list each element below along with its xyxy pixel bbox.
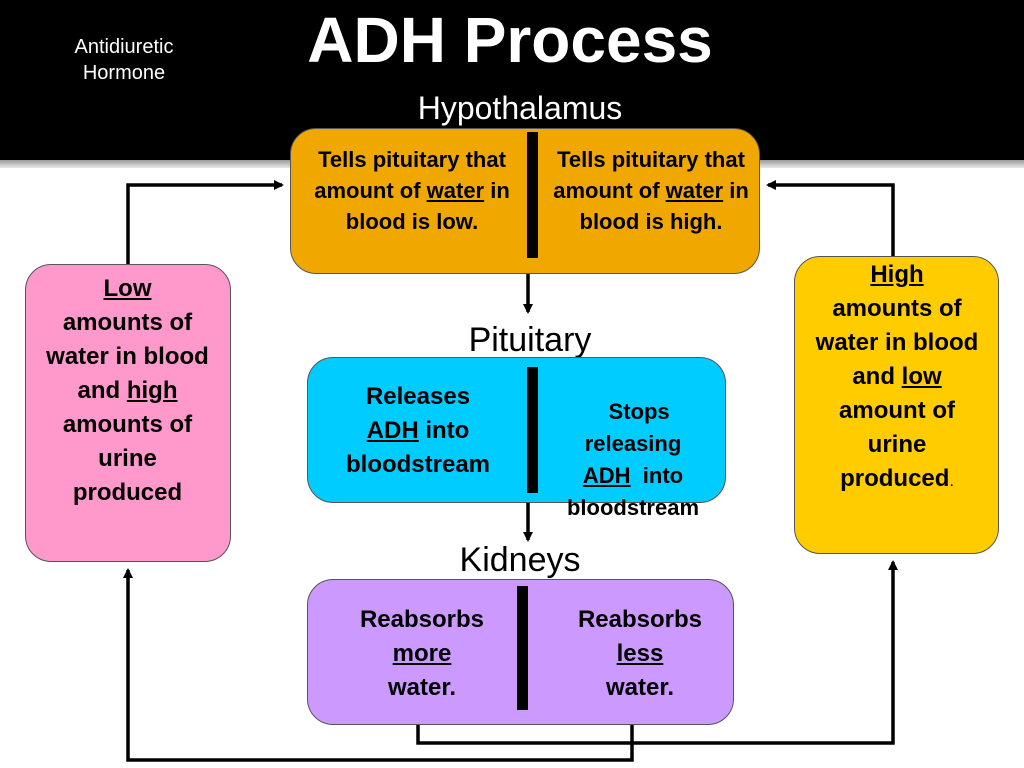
kidneys-left-line3: water. (387, 674, 457, 701)
kidneys-right-line1: Reabsorbs (577, 606, 703, 633)
hypothalamus-right-post: in blood is high. (579, 178, 749, 234)
arrow-left-state-to-hypothalamus (126, 180, 284, 264)
arrow-kidneys-to-right-state (416, 560, 898, 745)
hypothalamus-left-text: Tells pituitary that amount of water in … (300, 144, 524, 237)
arrow-kidneys-to-left-state (123, 568, 634, 762)
pituitary-left-text: Releases ADH into bloodstream (312, 380, 524, 482)
hypothalamus-left-pre: Tells pituitary that amount of (314, 147, 506, 203)
pituitary-right-line2: releasing (584, 431, 682, 456)
pituitary-right-line4: bloodstream (566, 495, 700, 520)
arrow-right-state-to-hypothalamus (766, 180, 895, 256)
pituitary-right-emph: ADH (582, 463, 631, 488)
right-state-tail: . (949, 473, 954, 490)
kidneys-left-line1: Reabsorbs (359, 606, 485, 633)
pituitary-left-mid: into (418, 417, 470, 444)
hypothalamus-label: Hypothalamus (417, 90, 623, 126)
right-state-text: High amounts of water in blood and low a… (812, 258, 982, 499)
hypothalamus-right-text: Tells pituitary that amount of water in … (542, 144, 760, 237)
hypothalamus-right-pre: Tells pituitary that amount of (553, 147, 745, 203)
pituitary-right-line1: Stops (608, 399, 670, 424)
kidneys-right-text: Reabsorbs less water. (540, 603, 740, 705)
hypothalamus-left-post: in blood is low. (345, 178, 510, 234)
left-state-text: Low amounts of water in blood and high a… (45, 272, 210, 510)
pituitary-left-emph: ADH (366, 417, 419, 444)
pituitary-label: Pituitary (468, 321, 592, 359)
kidneys-label: Kidneys (459, 541, 581, 579)
left-state-emph2: high (126, 377, 178, 404)
hypothalamus-right-emph: water (665, 178, 724, 203)
kidneys-right-line3: water. (605, 674, 675, 701)
left-state-emph1: Low (103, 275, 152, 302)
left-state-box (25, 264, 231, 562)
left-state-text1: amounts of water in blood and (46, 309, 209, 404)
hypothalamus-box (290, 128, 760, 274)
hypothalamus-left-emph: water (426, 178, 485, 203)
pituitary-divider (527, 367, 538, 493)
right-state-box (794, 256, 999, 554)
right-state-emph1: High (870, 261, 924, 288)
pituitary-left-line1: Releases (365, 383, 471, 410)
side-title-line1: Antidiuretic (74, 36, 174, 58)
right-state-emph2: low (901, 363, 942, 390)
pituitary-box (307, 357, 726, 503)
kidneys-left-emph: more (392, 640, 452, 667)
side-title: Antidiuretic Hormone (40, 34, 208, 86)
side-title-line2: Hormone (82, 62, 166, 84)
hypothalamus-divider (527, 132, 538, 258)
kidneys-left-text: Reabsorbs more water. (322, 603, 522, 705)
left-state-text2: amounts of urine produced (62, 411, 193, 506)
right-state-text1: amounts of water in blood and (815, 295, 979, 390)
pituitary-right-mid: into (630, 463, 684, 488)
kidneys-divider (517, 586, 528, 710)
kidneys-right-emph: less (616, 640, 664, 667)
right-state-text2: amount of urine produced (839, 397, 955, 492)
pituitary-left-line3: bloodstream (345, 451, 491, 478)
page-title: ADH Process (307, 4, 713, 76)
